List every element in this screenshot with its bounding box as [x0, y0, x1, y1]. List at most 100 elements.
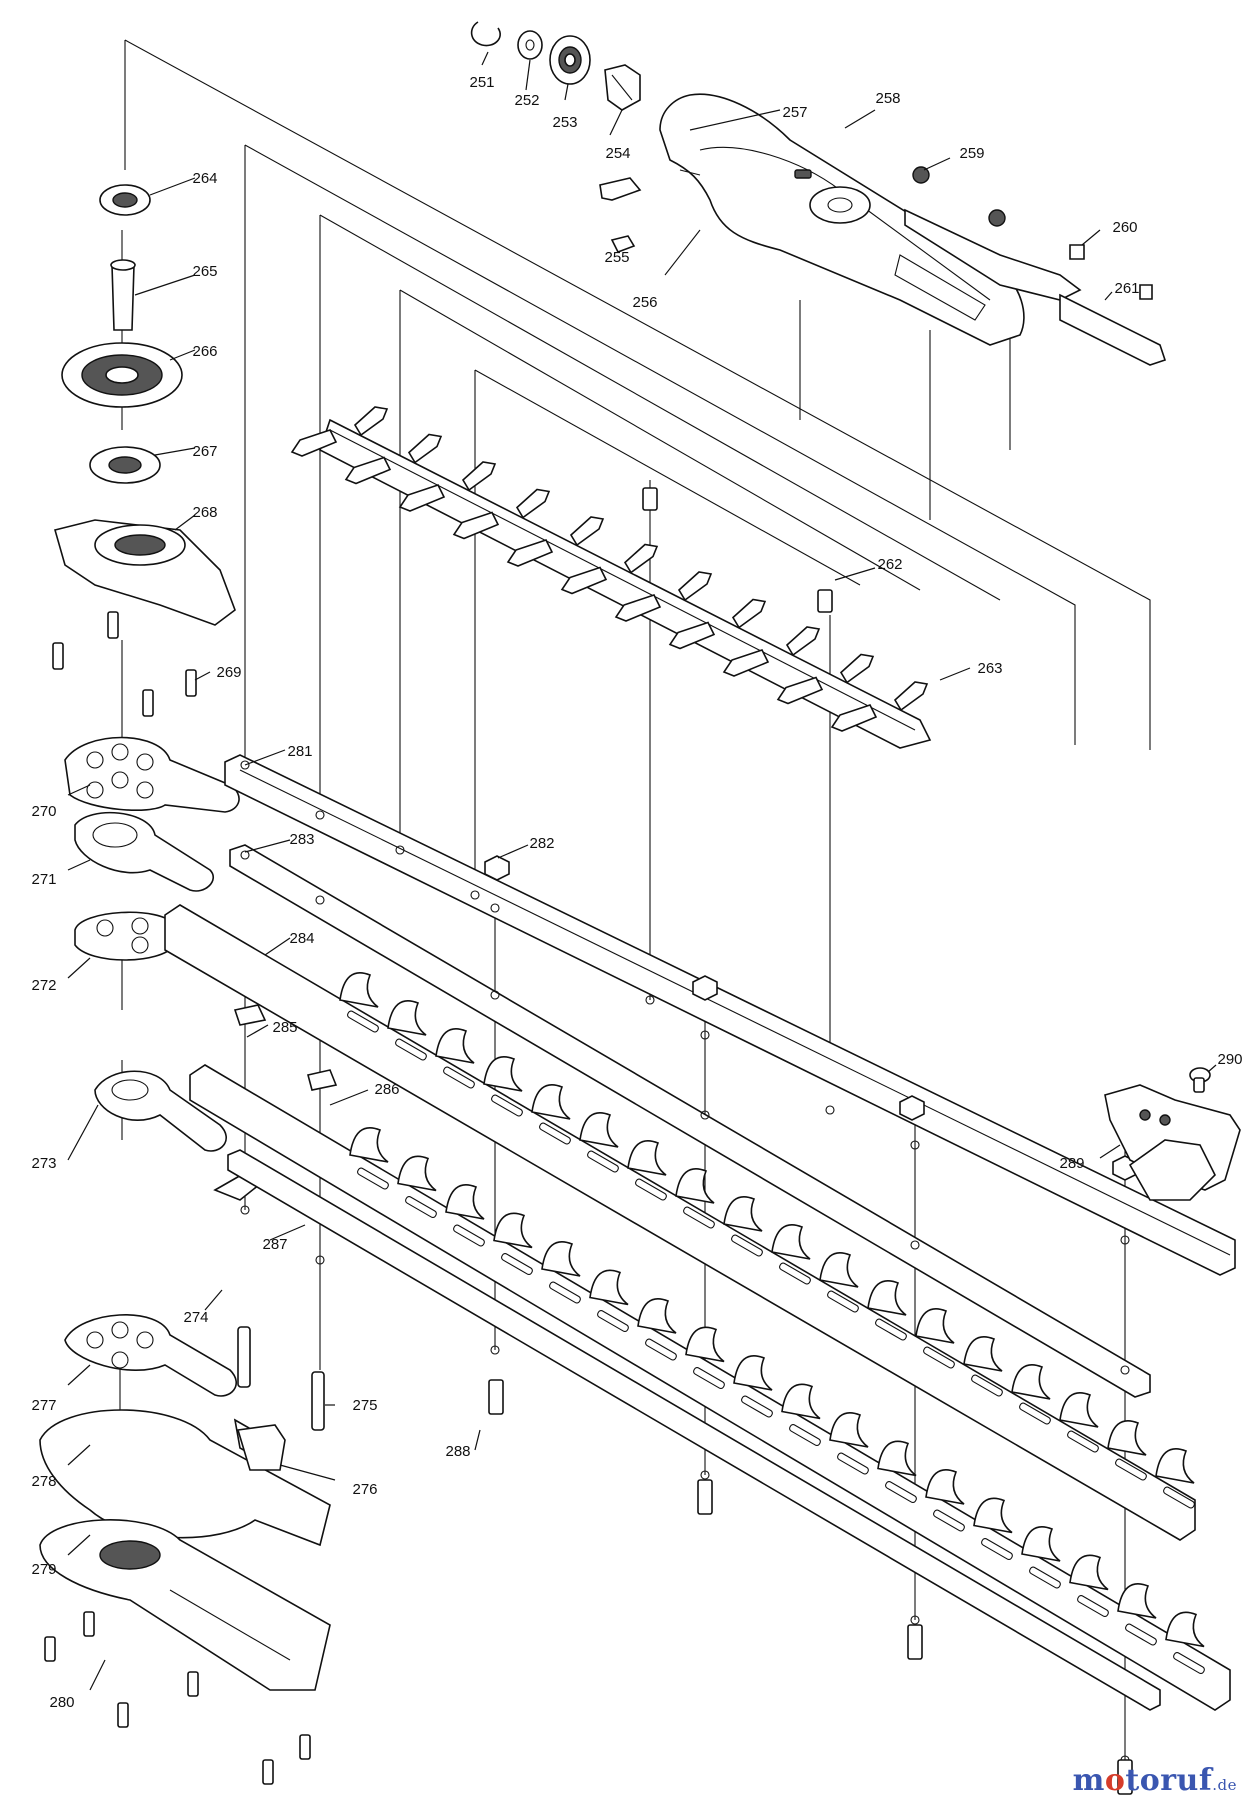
label-268: 268 — [192, 504, 217, 521]
label-266: 266 — [192, 343, 217, 360]
label-289: 289 — [1059, 1155, 1084, 1172]
label-258: 258 — [875, 90, 900, 107]
lower-blade-tooth — [733, 1355, 773, 1391]
label-283: 283 — [289, 831, 314, 848]
upper-blade-tooth — [531, 1084, 571, 1120]
holder-tooth-rear — [839, 653, 875, 684]
blade-slot — [933, 1509, 965, 1532]
blade-slot — [875, 1318, 907, 1341]
label-leaders — [67, 51, 1217, 1691]
lower-blade-tooth — [973, 1497, 1013, 1534]
holder-tooth — [668, 621, 716, 650]
upper-blade-tooth — [771, 1224, 811, 1260]
blade-slot — [405, 1196, 437, 1219]
bolt-hole — [910, 1140, 920, 1150]
label-251: 251 — [469, 74, 494, 91]
blade-slot — [779, 1262, 811, 1285]
upper-blade-tooth — [483, 1056, 523, 1092]
holder-tooth-rear — [785, 626, 821, 657]
bolt-hole — [700, 1030, 710, 1040]
lower-blade-tooth — [829, 1412, 869, 1448]
blade-slot — [1067, 1430, 1099, 1453]
blade-slot — [683, 1206, 715, 1229]
blade-slot — [1077, 1595, 1109, 1618]
holder-tooth-rear — [569, 516, 605, 547]
upper-blade-tooth — [1107, 1420, 1147, 1456]
blade-holder-teeth — [290, 406, 929, 732]
lower-blade-tooth — [925, 1469, 965, 1505]
label-254: 254 — [605, 145, 630, 162]
bolt-hole — [645, 995, 655, 1005]
holder-tooth — [722, 649, 770, 677]
part-labels: 251 252 253 254 255 256 257 258 259 260 … — [31, 74, 1242, 1711]
label-256: 256 — [632, 294, 657, 311]
blade-slot — [1029, 1566, 1061, 1589]
blade-slot — [539, 1122, 571, 1145]
bolt-hole — [240, 760, 250, 770]
blade-slot — [693, 1367, 725, 1390]
lower-blade-tooth — [637, 1298, 677, 1334]
label-264: 264 — [192, 170, 217, 187]
left-drive-stack — [39, 184, 331, 1691]
label-271: 271 — [31, 871, 56, 888]
blade-slot — [837, 1452, 869, 1475]
lower-blade-tooth — [1021, 1526, 1061, 1562]
holder-tooth-rear — [353, 406, 389, 437]
lower-blade-287 — [189, 1064, 1231, 1711]
lower-blade-tooth — [493, 1212, 533, 1249]
upper-blade-tooth — [1155, 1448, 1195, 1484]
lower-blade-tooth — [1117, 1583, 1157, 1619]
label-259: 259 — [959, 145, 984, 162]
upper-blade-tooth — [579, 1112, 619, 1148]
blade-slot — [635, 1178, 667, 1201]
label-272: 272 — [31, 977, 56, 994]
label-255: 255 — [604, 249, 629, 266]
bolt-hole — [1120, 1365, 1130, 1375]
holder-tooth — [344, 456, 392, 485]
label-280: 280 — [49, 1694, 74, 1711]
left-screws — [44, 611, 325, 1785]
holder-tooth — [398, 484, 446, 512]
blade-slot — [885, 1481, 917, 1504]
bolt-hole — [395, 845, 405, 855]
holder-tooth-rear — [461, 461, 497, 492]
holder-tooth-rear — [677, 571, 713, 602]
lower-blade-tooth — [877, 1440, 917, 1477]
upper-blade-tooth — [915, 1308, 955, 1344]
upper-blade-tooth — [1059, 1392, 1099, 1428]
upper-blade-teeth — [339, 972, 1195, 1509]
blade-slot — [645, 1338, 677, 1361]
blade-slot — [395, 1038, 427, 1061]
bolt-hole — [240, 850, 250, 860]
holder-tooth-rear — [407, 433, 443, 464]
guide-bar-281 — [224, 754, 1236, 1276]
blade-slot — [357, 1167, 389, 1190]
bolt-hole — [825, 1105, 835, 1115]
bolt-hole — [490, 990, 500, 1000]
holder-tooth — [776, 676, 824, 705]
blade-slot — [1163, 1486, 1195, 1509]
label-287: 287 — [262, 1236, 287, 1253]
holder-tooth — [830, 704, 878, 732]
spacer-plate-283 — [229, 844, 1151, 1398]
upper-blade-tooth — [675, 1168, 715, 1204]
holder-tooth-rear — [893, 681, 929, 712]
label-269: 269 — [216, 664, 241, 681]
bolt-hole — [910, 1615, 920, 1625]
bolt-hole — [315, 895, 325, 905]
label-257: 257 — [782, 104, 807, 121]
holder-tooth — [290, 429, 338, 457]
blade-slot — [1125, 1623, 1157, 1646]
bolt-hole — [470, 890, 480, 900]
blade-slot — [827, 1290, 859, 1313]
bolt-hole — [315, 810, 325, 820]
holder-tooth — [506, 539, 554, 567]
upper-blade-tooth — [387, 1000, 427, 1036]
lower-blade-teeth — [349, 1127, 1205, 1675]
upper-blade-tooth — [435, 1028, 475, 1064]
label-285: 285 — [272, 1019, 297, 1036]
holder-tooth-rear — [623, 543, 659, 574]
lower-blade-tooth — [397, 1155, 437, 1192]
label-273: 273 — [31, 1155, 56, 1172]
